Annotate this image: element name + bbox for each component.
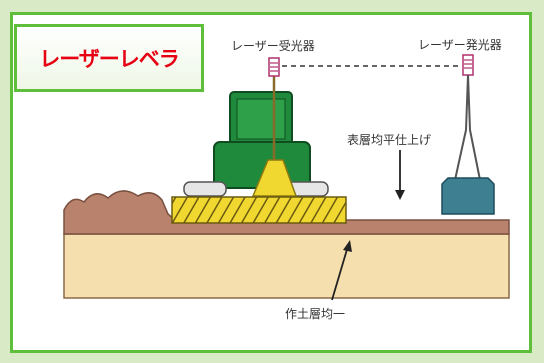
emitter-label: レーザー発光器	[418, 38, 502, 52]
emitter-base	[441, 177, 495, 215]
blade-mount	[251, 159, 298, 197]
emitter-tripod	[454, 74, 481, 181]
tractor-tire-left	[183, 181, 227, 197]
soil-layer-label: 作土層均一	[285, 307, 346, 321]
leveling-blade	[171, 196, 347, 224]
surface-leveling-label: 表層均平仕上げ	[347, 133, 432, 147]
soil-arrow	[331, 245, 349, 301]
laser-emitter	[462, 54, 474, 76]
diagram-title: レーザーレベラ	[39, 47, 180, 71]
tractor-window	[236, 98, 286, 140]
receiver-label: レーザー受光器	[231, 39, 315, 53]
soil-layer	[63, 233, 510, 299]
title-box: レーザーレベラ	[14, 24, 204, 92]
